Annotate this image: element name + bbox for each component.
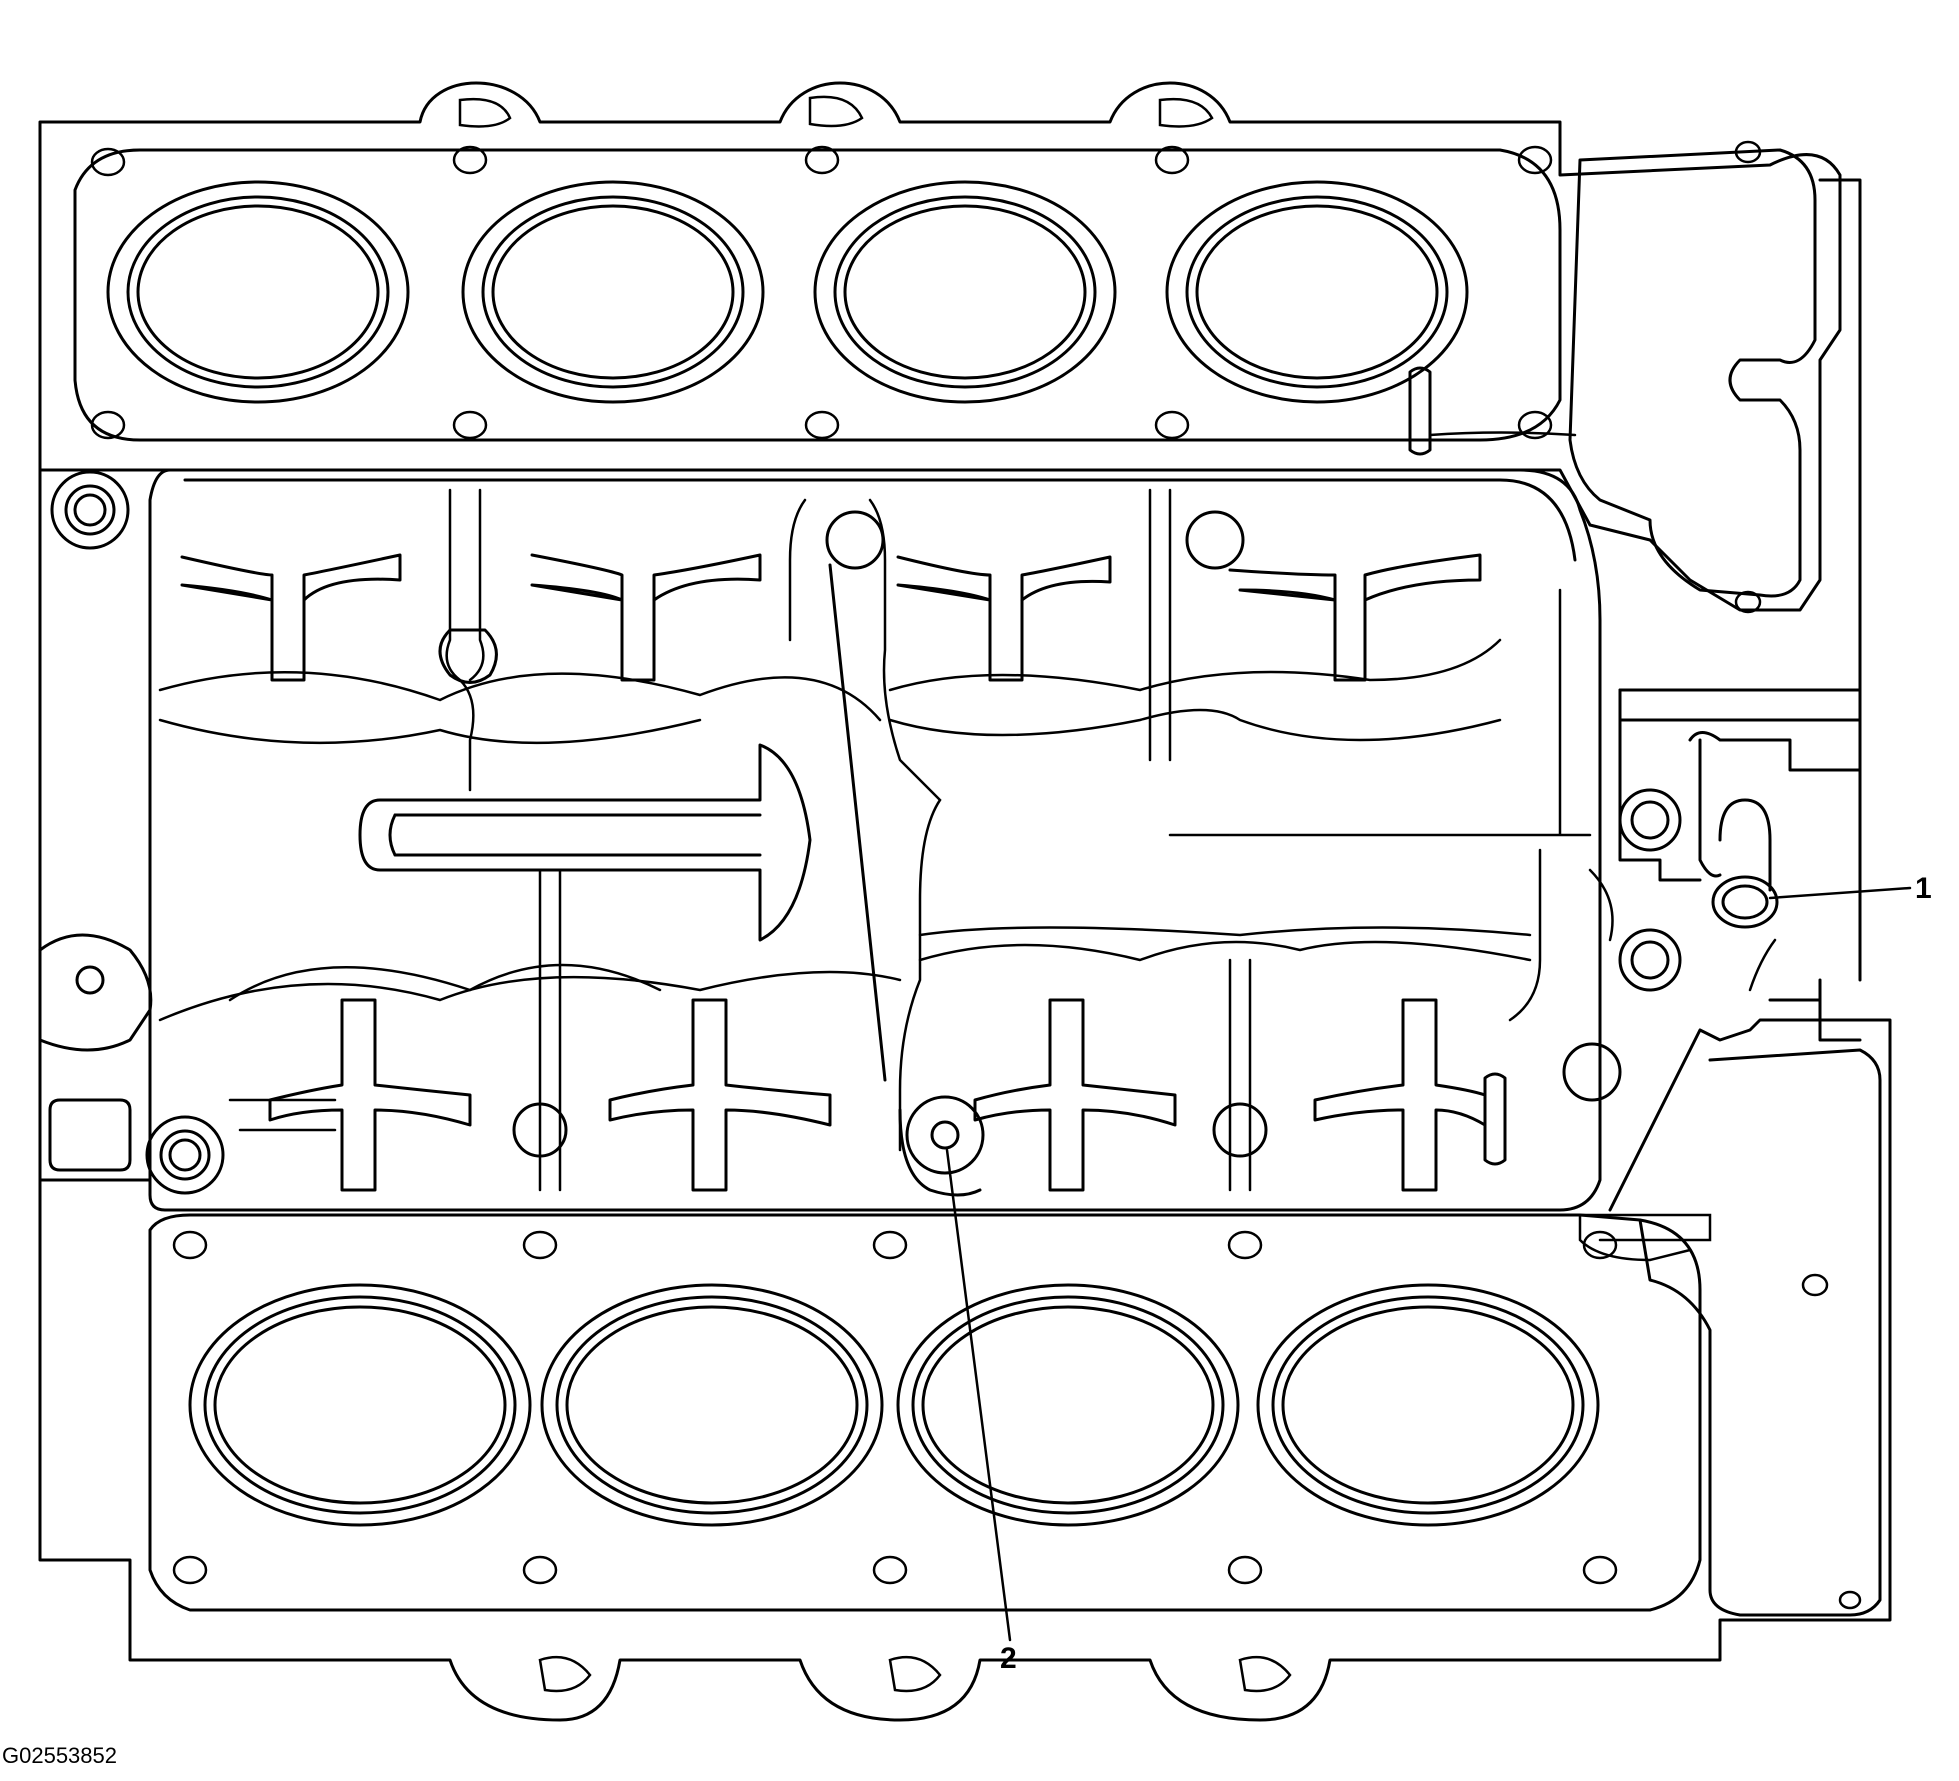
- lower-cylinder-bank: [38, 1018, 1892, 1722]
- block-outline: [38, 178, 1862, 1182]
- callout-1-leader: [1768, 886, 1912, 900]
- callout-1-label: 1: [1915, 872, 1932, 905]
- oil-gallery-plug-2: [905, 1095, 985, 1175]
- left-side-bosses: [38, 470, 337, 1195]
- upper-bore-1: [106, 180, 410, 404]
- valley-contours: [158, 488, 1592, 1192]
- valley-plugs: [438, 366, 1622, 1197]
- upper-bore-3: [813, 180, 1117, 404]
- lower-bore-2: [540, 1283, 884, 1527]
- right-deck-detail: [1588, 688, 1822, 1002]
- callout-2-label: 2: [1000, 1642, 1017, 1675]
- callout-2: 2: [945, 1148, 1017, 1675]
- figure-id: G02553852: [2, 1743, 117, 1768]
- valley-ribs-bottom: [268, 998, 1487, 1192]
- oil-gallery-plug-1: [1711, 875, 1779, 929]
- upper-bore-2: [461, 180, 765, 404]
- crankcase-valley: [148, 366, 1622, 1212]
- lower-bore-1: [188, 1283, 532, 1527]
- lower-bore-4: [1256, 1283, 1600, 1527]
- lower-bolt-holes: [172, 1213, 1862, 1693]
- upper-cylinder-bank: [38, 81, 1842, 614]
- lower-bore-3: [896, 1283, 1240, 1527]
- upper-bore-4: [1165, 180, 1469, 404]
- oil-passage-channel: [358, 743, 812, 942]
- callout-1: 1: [1768, 872, 1932, 905]
- callout-2-leader: [945, 1148, 1012, 1642]
- valley-ribs-top: [180, 553, 1482, 682]
- upper-bolt-holes: [90, 95, 1762, 614]
